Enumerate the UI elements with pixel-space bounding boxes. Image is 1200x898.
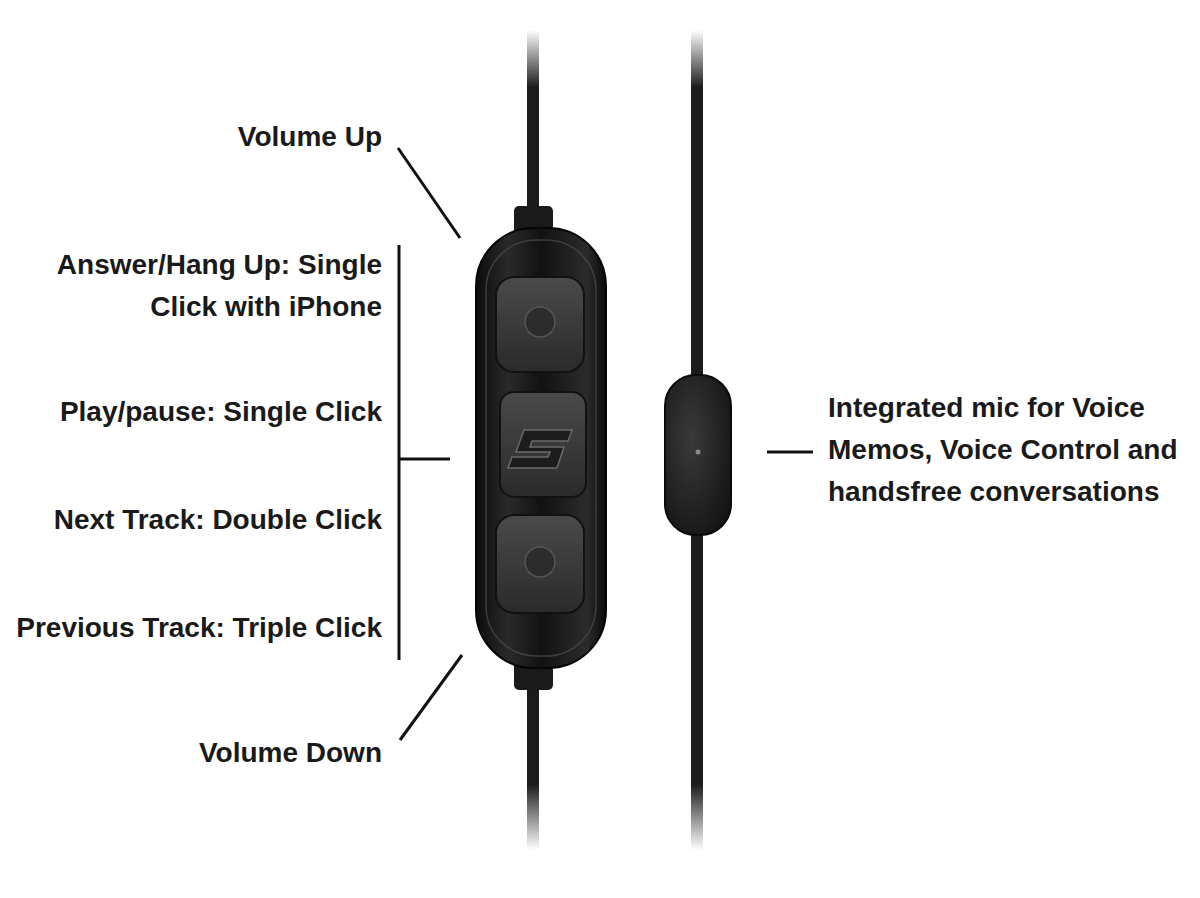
leader-line: [400, 655, 462, 740]
volume-up-button: [496, 277, 584, 372]
button-label: Previous Track: Triple Click: [10, 607, 382, 649]
brand-logo: [508, 430, 572, 468]
center-button: [500, 392, 586, 497]
button-label: Volume Down: [10, 732, 382, 774]
bracket: [398, 245, 401, 660]
button-dimple: [525, 307, 555, 337]
mic-hole: [696, 450, 701, 455]
button-dimple: [525, 547, 555, 577]
leader-line: [398, 148, 460, 238]
button-label: Volume Up: [10, 116, 382, 158]
mic-capsule: [665, 375, 731, 535]
button-label: Answer/Hang Up: Single Click with iPhone: [10, 244, 382, 328]
button-label: Play/pause: Single Click: [10, 391, 382, 433]
bracket-tick: [399, 458, 450, 461]
button-label: Next Track: Double Click: [10, 499, 382, 541]
volume-down-button: [496, 515, 584, 613]
remote-rim: [486, 240, 596, 656]
mic-label: Integrated mic for Voice Memos, Voice Co…: [828, 387, 1190, 513]
leader-line: [767, 451, 813, 454]
remote-body: [476, 228, 606, 668]
